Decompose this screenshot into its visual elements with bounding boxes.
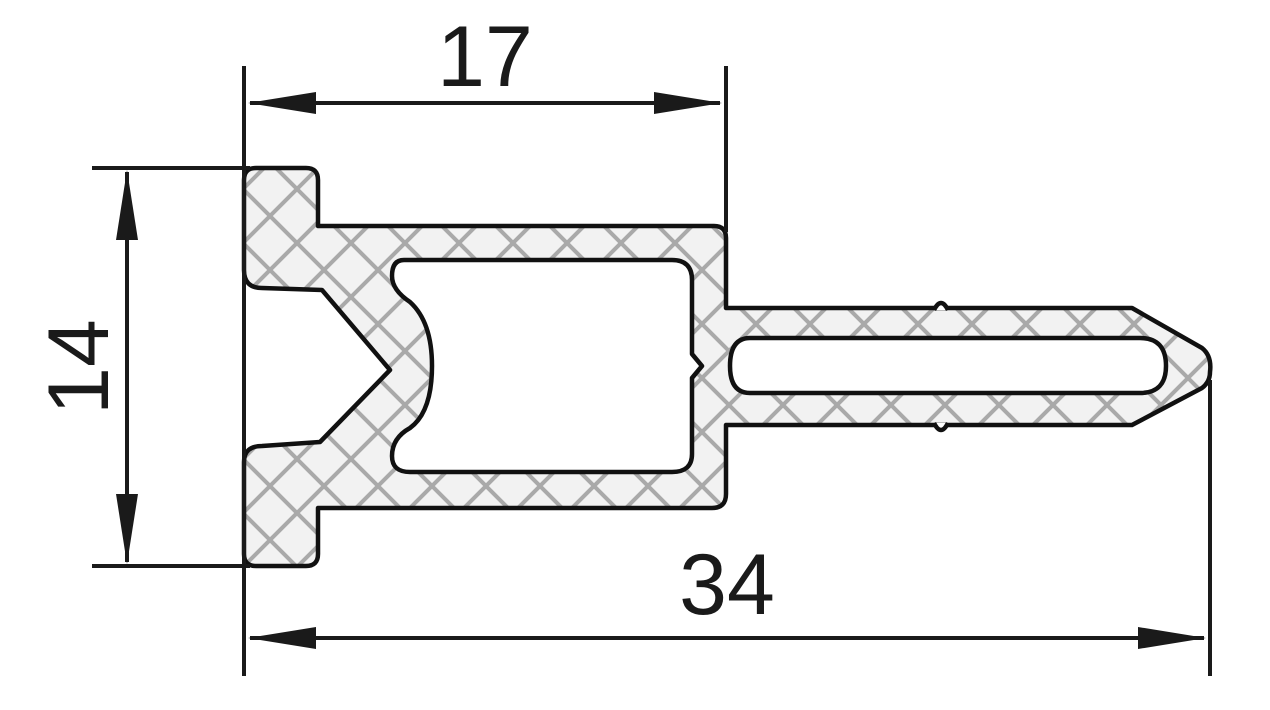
fin-bump-bottom [931,421,951,433]
dimension-top-width: 17 [248,9,722,114]
dimension-label-top-width: 17 [437,9,533,105]
profile-section [241,165,1213,569]
dimension-label-height: 14 [31,319,127,415]
dimension-height: 14 [31,170,138,564]
dimension-label-overall-width: 34 [679,537,775,633]
dimension-overall-width: 34 [248,537,1206,649]
fin-bump-top [931,300,951,312]
